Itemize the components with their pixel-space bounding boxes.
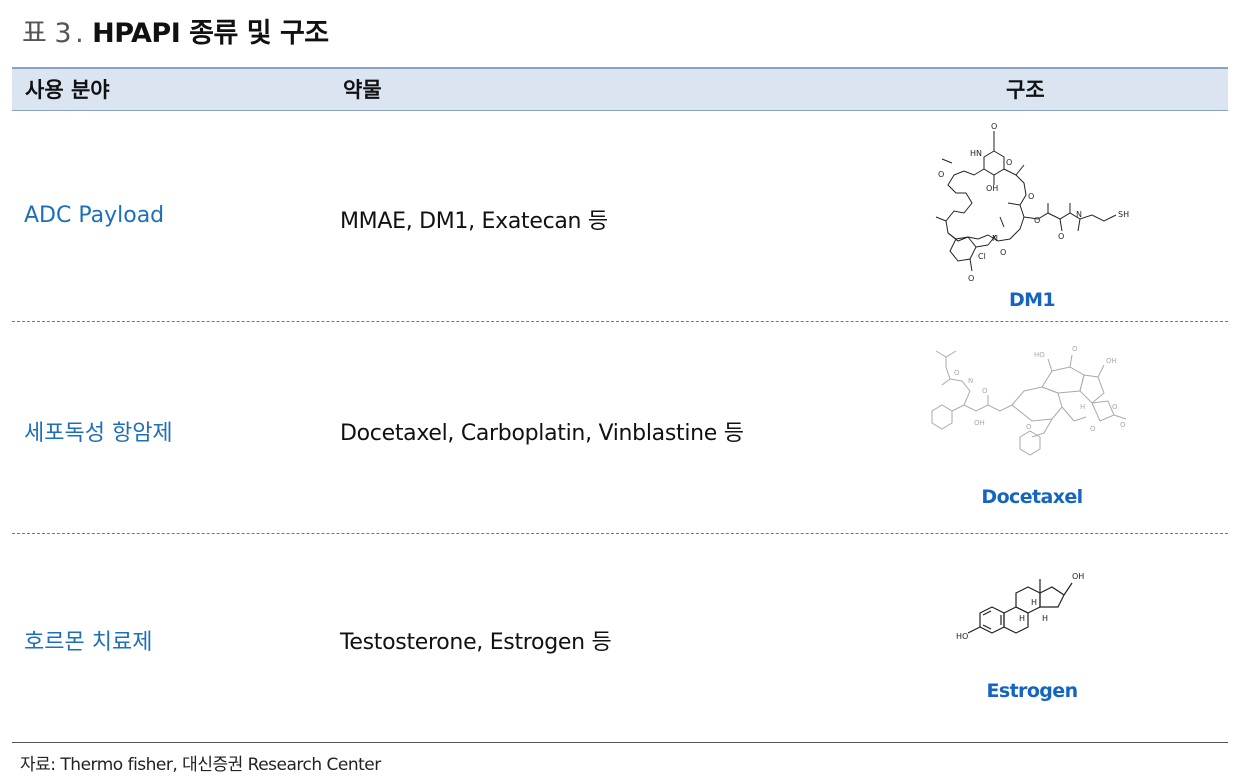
structure-caption-estrogen: Estrogen (986, 680, 1078, 702)
table-row-hormone: 호르몬 치료제 Testosterone, Estrogen 등 OH H H … (12, 535, 1228, 740)
estrogen-structure-image: OH H H H HO (956, 572, 1084, 641)
dm1-atom-label: OH (986, 184, 998, 193)
svg-text:O: O (1120, 421, 1126, 429)
dm1-atom-label: SH (1118, 210, 1129, 219)
svg-text:HO: HO (1034, 351, 1045, 359)
title-separator: . (75, 18, 84, 49)
svg-text:O: O (1090, 425, 1096, 433)
dm1-structure-image: O HN O OH O O N O SH N O Cl O O (935, 122, 1129, 283)
dm1-atom-label: O (1028, 192, 1034, 201)
estrogen-atom-label: H (1019, 614, 1025, 623)
svg-text:H: H (1080, 403, 1085, 411)
svg-text:OH: OH (1106, 357, 1117, 365)
header-use: 사용 분야 (25, 78, 110, 102)
svg-text:O: O (982, 387, 988, 395)
row-divider (12, 321, 1228, 322)
svg-text:O: O (1112, 403, 1118, 411)
table-title-text: HPAPI 종류 및 구조 (92, 18, 329, 49)
svg-text:O: O (954, 369, 960, 377)
dm1-atom-label: O (1006, 158, 1012, 167)
estrogen-atom-label: HO (956, 632, 968, 641)
row-drugs: MMAE, DM1, Exatecan 등 (340, 209, 608, 234)
estrogen-atom-label: H (1031, 598, 1037, 607)
dm1-atom-label: O (1034, 216, 1040, 225)
table-bottom-rule (12, 742, 1228, 743)
structure-caption-dm1: DM1 (1008, 289, 1056, 311)
svg-text:N: N (968, 377, 973, 385)
dm1-atom-label: N (992, 234, 998, 243)
table-number: 표 3 (22, 18, 72, 49)
table-row-cytotoxic: 세포독성 항암제 Docetaxel, Carboplatin, Vinblas… (12, 323, 1228, 533)
row-use: ADC Payload (24, 203, 165, 228)
header-drug: 약물 (343, 78, 382, 102)
row-drugs: Testosterone, Estrogen 등 (340, 630, 612, 655)
svg-text:OH: OH (974, 419, 985, 427)
dm1-atom-label: N (1076, 210, 1082, 219)
svg-text:O: O (1026, 423, 1032, 431)
table-row-adc: ADC Payload MMAE, DM1, Exatecan 등 (12, 111, 1228, 321)
structure-caption-docetaxel: Docetaxel (981, 486, 1083, 508)
row-use: 세포독성 항암제 (24, 421, 173, 446)
row-drugs: Docetaxel, Carboplatin, Vinblastine 등 (340, 421, 744, 446)
header-structure: 구조 (1006, 78, 1045, 102)
row-divider (12, 533, 1228, 534)
estrogen-atom-label: H (1042, 614, 1048, 623)
dm1-atom-label: O (1058, 232, 1064, 241)
dm1-atom-label: Cl (978, 252, 986, 261)
table-header: 사용 분야 약물 구조 (12, 67, 1228, 111)
dm1-atom-label: HN (970, 149, 982, 158)
dm1-atom-label: O (968, 274, 974, 283)
estrogen-atom-label: OH (1072, 572, 1084, 581)
dm1-atom-label: O (938, 170, 944, 179)
source-note: 자료: Thermo fisher, 대신증권 Research Center (20, 755, 381, 775)
row-use: 호르몬 치료제 (24, 630, 153, 655)
dm1-atom-label: O (1000, 248, 1006, 257)
table-title: 표 3. HPAPI 종류 및 구조 (22, 14, 329, 54)
svg-text:O: O (1072, 345, 1078, 353)
dm1-atom-label: O (991, 122, 997, 131)
